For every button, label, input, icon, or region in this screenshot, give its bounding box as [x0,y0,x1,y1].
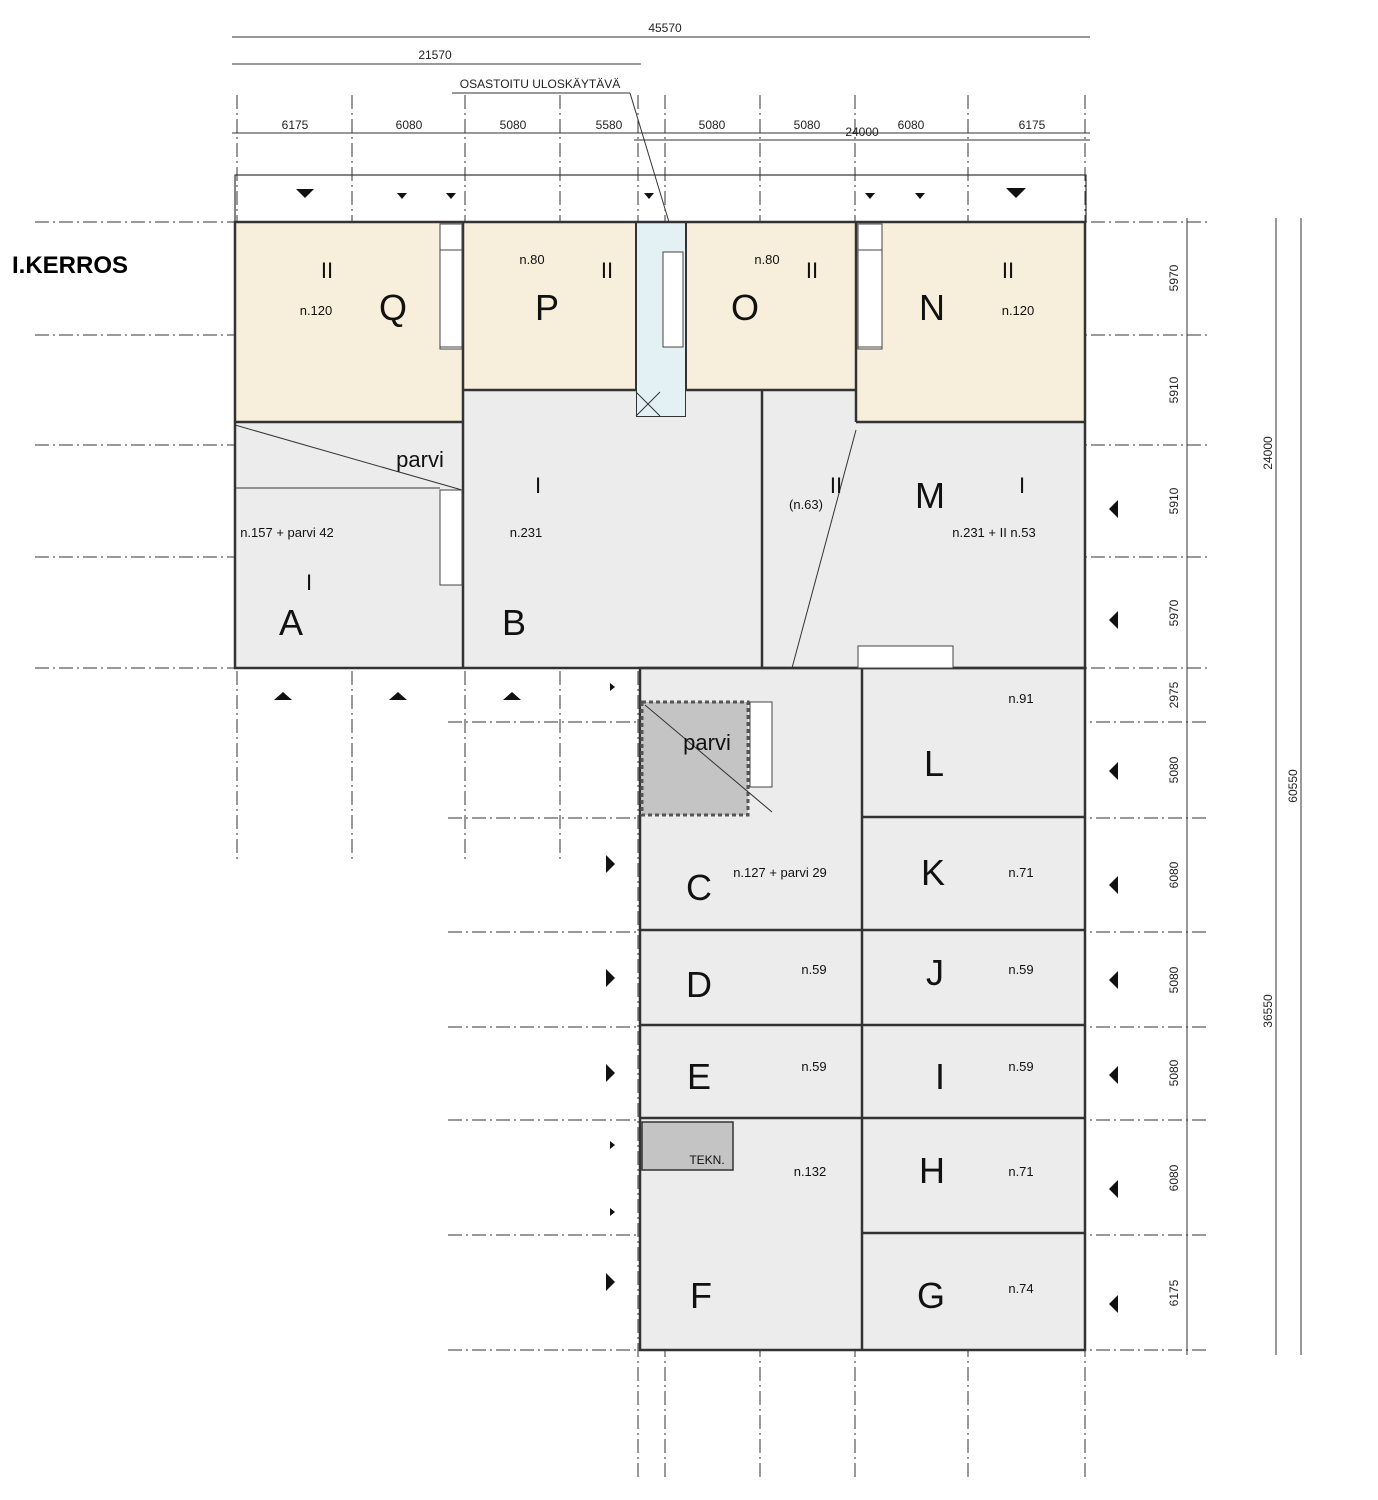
stairs [439,223,954,788]
dim-upper-total: 24000 [1261,436,1275,470]
unit-b-area: n.231 [510,525,543,540]
unit-g-area: n.74 [1008,1281,1033,1296]
unit-e-letter: E [687,1056,711,1097]
unit-l-area: n.91 [1008,691,1033,706]
unit-m-upper-area: (n.63) [789,497,823,512]
unit-a-letter: A [279,602,303,643]
tech-room-label: TEKN. [689,1153,724,1167]
unit-p-area: n.80 [519,252,544,267]
unit-i-area: n.59 [1008,1059,1033,1074]
dim-bay: 5080 [699,118,726,132]
unit-j-area: n.59 [1008,962,1033,977]
unit-o-area: n.80 [754,252,779,267]
unit-o-letter: O [731,287,759,328]
dim-lower-total: 36550 [1261,994,1275,1028]
unit-p-floor: II [601,258,613,283]
dim-row: 5910 [1167,376,1181,403]
walls [233,220,1087,1352]
dim-row: 5080 [1167,756,1181,783]
dim-bay: 5080 [794,118,821,132]
top-dimensions: 45570 21570 24000 6175 6080 5080 5580 50… [232,21,1090,233]
dim-right-width: 24000 [845,125,879,139]
unit-p-letter: P [535,287,559,328]
dim-bay: 5080 [500,118,527,132]
dim-bay: 6175 [1019,118,1046,132]
dim-partial-width: 21570 [418,48,452,62]
dim-row: 5970 [1167,599,1181,626]
unit-q-letter: Q [379,287,407,328]
dim-row: 5080 [1167,966,1181,993]
unit-b-letter: B [502,602,526,643]
unit-labels: II Q n.120 II P n.80 II O n.80 II N n.12… [240,252,1036,1316]
dim-bay: 6080 [898,118,925,132]
dim-row: 5910 [1167,487,1181,514]
entrance-arrows-top [296,188,1026,199]
unit-d-area: n.59 [801,962,826,977]
unit-c-loft: parvi [683,730,731,755]
unit-a-floor: I [306,570,312,595]
unit-j-letter: J [926,952,944,993]
dim-row: 2975 [1167,681,1181,708]
dim-row: 6080 [1167,1164,1181,1191]
unit-e-area: n.59 [801,1059,826,1074]
unit-f-letter: F [690,1275,712,1316]
unit-k-letter: K [921,852,945,893]
unit-l-letter: L [924,743,944,784]
dim-row: 6080 [1167,861,1181,888]
loft-c [640,700,750,817]
unit-m-floor: I [1019,473,1025,498]
unit-h-area: n.71 [1008,1164,1033,1179]
unit-c-area: n.127 + parvi 29 [733,865,827,880]
floor-title: I.KERROS [12,252,128,279]
unit-d-letter: D [686,964,712,1005]
dim-total-width: 45570 [648,21,682,35]
unit-n-area: n.120 [1002,303,1035,318]
unit-f-area: n.132 [794,1164,827,1179]
unit-m-letter: M [915,475,945,516]
unit-n-letter: N [919,287,945,328]
dim-row: 6175 [1167,1279,1181,1306]
unit-g-letter: G [917,1275,945,1316]
dim-bay: 6175 [282,118,309,132]
dim-row: 5970 [1167,264,1181,291]
upper-units [235,221,1085,422]
unit-m-area: n.231 + II n.53 [952,525,1035,540]
unit-b-floor: I [535,473,541,498]
entrance-arrows [274,500,1118,1313]
dim-bay: 5580 [596,118,623,132]
dim-bay: 6080 [396,118,423,132]
dim-overall: 60550 [1286,769,1300,803]
unit-o-floor: II [806,258,818,283]
unit-h-letter: H [919,1150,945,1191]
tech-room [641,1121,734,1171]
unit-k-area: n.71 [1008,865,1033,880]
unit-n-floor: II [1002,258,1014,283]
note-exit-corridor: OSASTOITU ULOSKÄYTÄVÄ [460,77,621,91]
unit-q-area: n.120 [300,303,333,318]
unit-a-loft: parvi [396,447,444,472]
dim-row: 5080 [1167,1059,1181,1086]
unit-q-floor: II [321,258,333,283]
unit-a-area: n.157 + parvi 42 [240,525,334,540]
unit-c-letter: C [686,867,712,908]
unit-m-upper-floor: II [830,473,842,498]
right-dimensions: 5970 5910 5910 5970 2975 5080 6080 5080 … [1167,218,1302,1355]
unit-i-letter: I [935,1056,945,1097]
